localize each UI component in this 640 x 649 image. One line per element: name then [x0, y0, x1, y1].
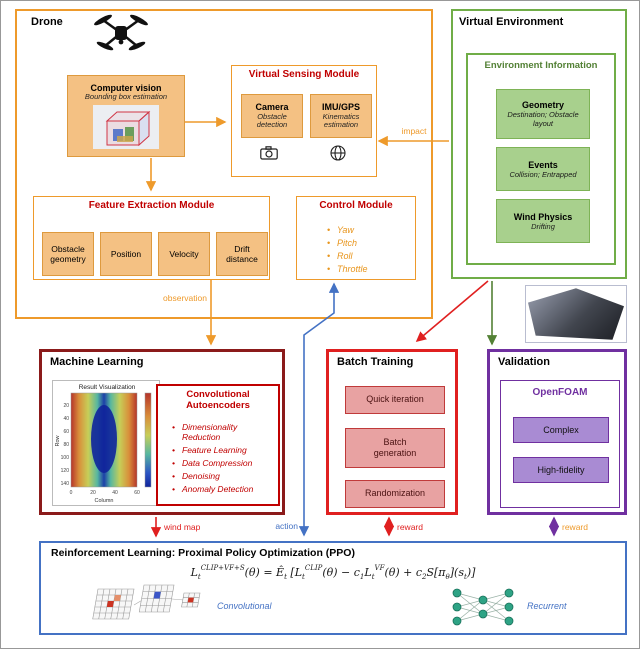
convolutional-autoencoders-box: Convolutional Autoencoders Dimensionalit…: [156, 384, 280, 506]
action-label: action: [275, 521, 298, 531]
camera-box: Camera Obstacle detection: [241, 94, 303, 138]
geometry-box: Geometry Destination; Obstacle layout: [496, 89, 590, 139]
events-title: Events: [528, 159, 558, 170]
high-fidelity-box: High-fidelity: [513, 457, 609, 483]
autoencoder-item: Dimensionality Reduction: [172, 422, 276, 442]
wind-map-label: wind map: [163, 522, 201, 532]
feature-box-obstacle-geometry: Obstacle geometry: [42, 232, 94, 276]
terrain-image: [525, 285, 627, 343]
heatmap-ytick: 100: [61, 455, 70, 461]
convolutional-label: Convolutional: [217, 601, 272, 611]
control-item-pitch: Pitch: [327, 237, 368, 250]
rl-title: Reinforcement Learning: Proximal Policy …: [51, 547, 355, 559]
control-item-roll: Roll: [327, 250, 368, 263]
events-subtitle: Collision; Entrapped: [509, 169, 577, 179]
recurrent-label: Recurrent: [527, 601, 567, 611]
heatmap-colorbar: [144, 392, 152, 488]
computer-vision-subtitle: Bounding box estimation: [84, 92, 168, 102]
gps-icon: [330, 145, 346, 161]
events-box: Events Collision; Entrapped: [496, 147, 590, 191]
heatmap-title: Result Visualization: [79, 384, 136, 391]
autoencoder-item: Denoising: [172, 471, 276, 481]
environment-information-box: Environment Information Geometry Destina…: [466, 53, 616, 265]
autoencoders-title: Convolutional Autoencoders: [186, 389, 250, 411]
wind-physics-subtitle: Drifting: [531, 221, 555, 231]
autoencoders-list: Dimensionality Reduction Feature Learnin…: [172, 422, 276, 497]
batch-training-module: Batch Training Quick iteration Batch gen…: [326, 349, 458, 515]
computer-vision-title: Computer vision: [90, 83, 162, 94]
heatmap-ytick: 120: [61, 468, 70, 474]
feature-box-velocity: Velocity: [158, 232, 210, 276]
virtual-environment-module: Virtual Environment Environment Informat…: [451, 9, 627, 279]
bounding-box-image: [93, 104, 159, 149]
machine-learning-title: Machine Learning: [50, 356, 144, 368]
batch-training-title: Batch Training: [337, 356, 414, 368]
reward-validation-label: reward: [562, 522, 588, 532]
heatmap-ytick: 40: [63, 416, 69, 422]
drone-icon: [94, 14, 148, 51]
feature-box-position: Position: [100, 232, 152, 276]
openfoam-title: OpenFOAM: [532, 387, 588, 398]
feature-extraction-title: Feature Extraction Module: [88, 200, 215, 211]
computer-vision-box: Computer vision Bounding box estimation: [67, 75, 185, 157]
geometry-subtitle: Destination; Obstacle layout: [507, 110, 579, 128]
control-list: Yaw Pitch Roll Throttle: [327, 224, 368, 276]
feature-extraction-module: Feature Extraction Module Obstacle geome…: [33, 196, 270, 280]
heatmap-ytick: 80: [63, 442, 69, 448]
control-module-title: Control Module: [319, 200, 393, 211]
validation-module: Validation OpenFOAM Complex High-fidelit…: [487, 349, 627, 515]
control-module: Control Module Yaw Pitch Roll Throttle: [296, 196, 416, 280]
imu-gps-subtitle: Kinematics estimation: [322, 111, 360, 130]
batch-generation-box: Batch generation: [345, 428, 445, 468]
camera-icon: [260, 146, 278, 160]
imu-gps-box: IMU/GPS Kinematics estimation: [310, 94, 372, 138]
machine-learning-module: Machine Learning: [39, 349, 285, 515]
heatmap-ytick: 60: [63, 429, 69, 435]
heatmap-xlabel: Column: [95, 498, 114, 504]
environment-information-title: Environment Information: [484, 60, 598, 71]
camera-subtitle: Obstacle detection: [256, 111, 288, 130]
control-item-yaw: Yaw: [327, 224, 368, 237]
virtual-sensing-title: Virtual Sensing Module: [248, 69, 360, 80]
reinforcement-learning-module: Reinforcement Learning: Proximal Policy …: [39, 541, 627, 635]
virtual-environment-title: Virtual Environment: [459, 16, 564, 28]
openfoam-box: OpenFOAM Complex High-fidelity: [500, 380, 620, 508]
virtual-sensing-module: Virtual Sensing Module Camera Obstacle d…: [231, 65, 377, 177]
drone-module: Drone Computer vision Bounding box estim…: [15, 9, 433, 319]
feature-box-drift-distance: Drift distance: [216, 232, 268, 276]
recurrent-diagram: [452, 588, 514, 626]
quick-iteration-box: Quick iteration: [345, 386, 445, 414]
wind-physics-title: Wind Physics: [513, 211, 573, 222]
randomization-box: Randomization: [345, 480, 445, 508]
heatmap-xtick: 60: [134, 490, 140, 496]
drone-title: Drone: [31, 16, 63, 28]
heatmap-xtick: 40: [112, 490, 118, 496]
ppo-formula: LtCLIP+VF+S(θ) = Êt [LtCLIP(θ) − c1LtVF(…: [190, 564, 476, 581]
wind-physics-box: Wind Physics Drifting: [496, 199, 590, 243]
reward-batch-label: reward: [397, 522, 423, 532]
control-item-throttle: Throttle: [327, 263, 368, 276]
heatmap-xtick: 20: [90, 490, 96, 496]
imu-gps-title: IMU/GPS: [321, 102, 360, 113]
heatmap-ytick: 20: [63, 403, 69, 409]
autoencoder-item: Feature Learning: [172, 445, 276, 455]
autoencoder-item: Data Compression: [172, 458, 276, 468]
validation-title: Validation: [498, 356, 550, 368]
autoencoder-item: Anomaly Detection: [172, 484, 276, 494]
complex-box: Complex: [513, 417, 609, 443]
geometry-title: Geometry: [521, 100, 565, 110]
camera-title: Camera: [255, 102, 289, 113]
cnn-diagram: [92, 584, 201, 620]
result-visualization-image: Result Visualization 20 40 60 80 100 120…: [52, 380, 160, 506]
heatmap-xtick: 0: [70, 490, 73, 496]
heatmap-ytick: 140: [61, 481, 70, 487]
heatmap-ylabel: Row: [55, 435, 61, 446]
